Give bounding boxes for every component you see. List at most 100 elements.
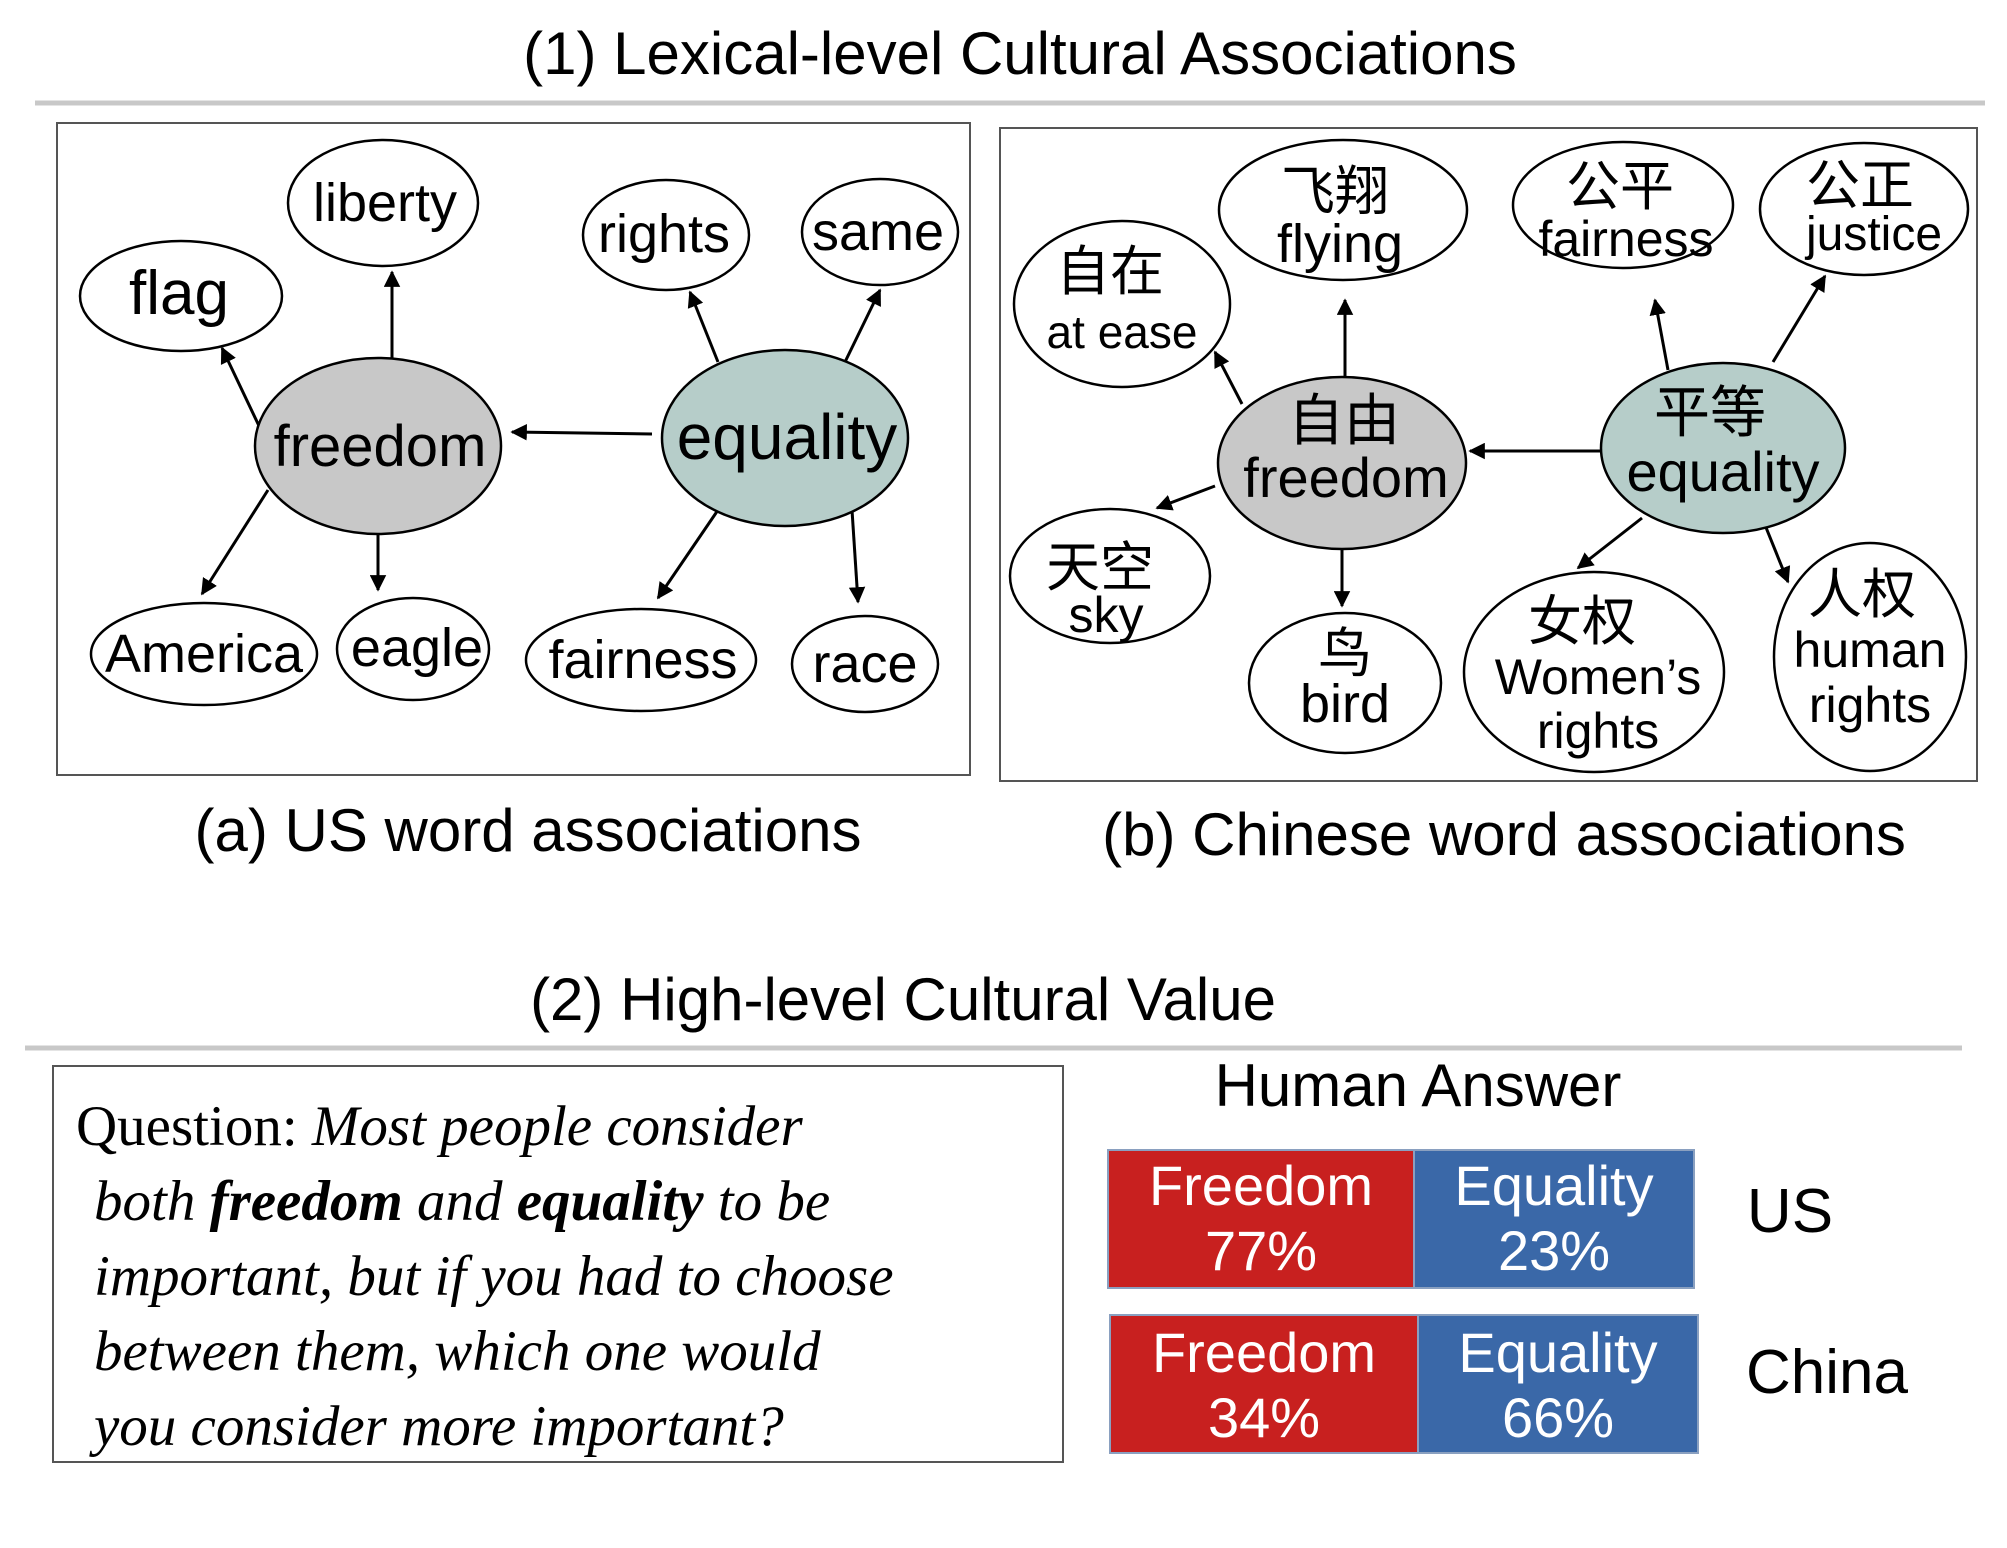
us-same-label: same — [812, 202, 944, 262]
cn-bird-en: bird — [1300, 674, 1390, 734]
us-america-label: America — [105, 624, 304, 684]
us-panel-frame — [56, 122, 971, 776]
cn-freedom-zh: 自由 — [1288, 389, 1400, 452]
edge-equality-race — [848, 509, 866, 604]
us-node-fairness: fairness — [524, 607, 758, 713]
edge-equality-freedom — [510, 423, 653, 441]
china-equality-label: Equality — [1458, 1321, 1657, 1384]
us-edges — [200, 270, 882, 604]
china-equality-bar — [1417, 1314, 1699, 1454]
cn-node-atease: 自在 at ease — [1012, 219, 1232, 389]
question-box: Question: Most people consider both free… — [52, 1065, 1064, 1463]
cn-node-fairness: 公平 fairness — [1511, 140, 1735, 270]
edge-freedom-flag — [220, 346, 262, 429]
question-text-2a: both — [94, 1170, 210, 1233]
question-line-4: between them, which one would — [94, 1320, 821, 1383]
cn-node-bird: 鸟 bird — [1247, 611, 1443, 755]
us-node-freedom: freedom — [253, 356, 503, 536]
cn-panel-frame — [999, 127, 1978, 782]
us-freedom-pct: 77% — [1205, 1219, 1317, 1282]
question-text-1: Most people consider — [311, 1095, 803, 1158]
cn-atease-zh: 自在 — [1056, 242, 1164, 302]
us-equality-label: Equality — [1454, 1154, 1653, 1217]
edge-freedom-america — [200, 489, 270, 596]
cn-sky-zh: 天空 — [1046, 538, 1154, 598]
china-freedom-label: Freedom — [1152, 1321, 1376, 1384]
cn-womens-zh: 女权 — [1528, 592, 1636, 652]
human-answer-title: Human Answer — [1215, 1052, 1622, 1119]
question-text-2e: to be — [703, 1170, 831, 1233]
cn-node-equality: 平等 equality — [1599, 361, 1847, 535]
cn-human-en2: rights — [1809, 677, 1931, 733]
cn-node-flying: 飞翔 flying — [1217, 138, 1469, 282]
us-fairness-label: fairness — [548, 630, 737, 690]
cn-womens-en1: Women’s — [1495, 649, 1702, 705]
cn-node-human: 人权 human rights — [1772, 541, 1968, 773]
cn-freedom-en: freedom — [1243, 446, 1448, 509]
cn-womens-en2: rights — [1537, 703, 1659, 759]
question-line-5: you consider more important? — [94, 1395, 784, 1458]
cn-atease-en: at ease — [1047, 306, 1198, 358]
question-text-2c: and — [402, 1170, 517, 1233]
edge-cn-freedom-sky — [1155, 484, 1216, 511]
cn-equality-zh: 平等 — [1654, 381, 1766, 444]
cn-fairness-en: fairness — [1538, 211, 1713, 267]
cn-flying-zh: 飞翔 — [1281, 162, 1389, 222]
us-eagle-label: eagle — [351, 618, 483, 678]
question-line-3: important, but if you had to choose — [94, 1245, 894, 1308]
cn-justice-zh: 公正 — [1806, 156, 1914, 216]
china-country-label: China — [1746, 1338, 1909, 1407]
answer-row-us: Freedom 77% Equality 23% US — [1107, 1149, 1833, 1289]
edge-equality-rights — [687, 290, 720, 363]
us-node-race: race — [790, 614, 940, 714]
cn-flying-en: flying — [1277, 214, 1403, 274]
question-line-1: Question: Most people consider — [76, 1089, 1042, 1164]
edge-equality-fairness — [656, 509, 720, 600]
section2-title: (2) High-level Cultural Value — [530, 966, 1276, 1033]
us-equality-label: equality — [677, 401, 898, 473]
question-keyword-freedom: freedom — [209, 1170, 403, 1233]
china-equality-pct: 66% — [1502, 1386, 1614, 1449]
us-node-flag: flag — [78, 239, 284, 353]
section1-title: (1) Lexical-level Cultural Associations — [523, 20, 1517, 87]
us-freedom-label: Freedom — [1149, 1154, 1373, 1217]
cn-panel-caption: (b) Chinese word associations — [1102, 801, 1906, 868]
us-race-label: race — [812, 634, 917, 694]
cn-equality-en: equality — [1626, 440, 1819, 503]
us-rights-label: rights — [598, 204, 730, 264]
question-keyword-equality: equality — [516, 1170, 704, 1233]
us-node-same: same — [800, 177, 960, 287]
us-flag-label: flag — [129, 259, 229, 328]
china-freedom-bar — [1109, 1314, 1419, 1454]
edge-cn-equality-justice — [1771, 274, 1827, 363]
cn-sky-en: sky — [1069, 587, 1144, 643]
edge-cn-equality-fairness — [1649, 298, 1670, 371]
cn-bird-zh: 鸟 — [1318, 624, 1372, 684]
us-node-equality: equality — [660, 348, 910, 528]
us-freedom-label: freedom — [274, 414, 487, 479]
edge-cn-equality-human — [1763, 524, 1791, 584]
edge-cn-equality-womens — [1576, 516, 1643, 570]
question-label: Question: — [76, 1095, 298, 1158]
cn-justice-en: justice — [1804, 208, 1942, 261]
us-panel-caption: (a) US word associations — [195, 797, 862, 864]
edge-equality-same — [843, 288, 882, 363]
us-equality-bar — [1413, 1149, 1695, 1289]
china-freedom-pct: 34% — [1208, 1386, 1320, 1449]
edge-cn-freedom-atease — [1213, 350, 1244, 405]
cn-human-en1: human — [1794, 622, 1947, 678]
cn-node-freedom: 自由 freedom — [1216, 375, 1468, 551]
us-equality-pct: 23% — [1498, 1219, 1610, 1282]
us-liberty-label: liberty — [313, 173, 457, 233]
cn-fairness-zh: 公平 — [1566, 157, 1674, 217]
us-node-eagle: eagle — [335, 596, 491, 702]
us-node-liberty: liberty — [286, 138, 480, 268]
cn-node-sky: 天空 sky — [1008, 507, 1212, 645]
us-country-label: US — [1747, 1177, 1833, 1246]
cn-edges — [1155, 274, 1827, 608]
question-line-2: both freedom and equality to be — [76, 1164, 1042, 1239]
cn-node-justice: 公正 justice — [1758, 141, 1970, 277]
answer-row-china: Freedom 34% Equality 66% China — [1109, 1314, 1909, 1454]
us-node-america: America — [89, 601, 319, 707]
